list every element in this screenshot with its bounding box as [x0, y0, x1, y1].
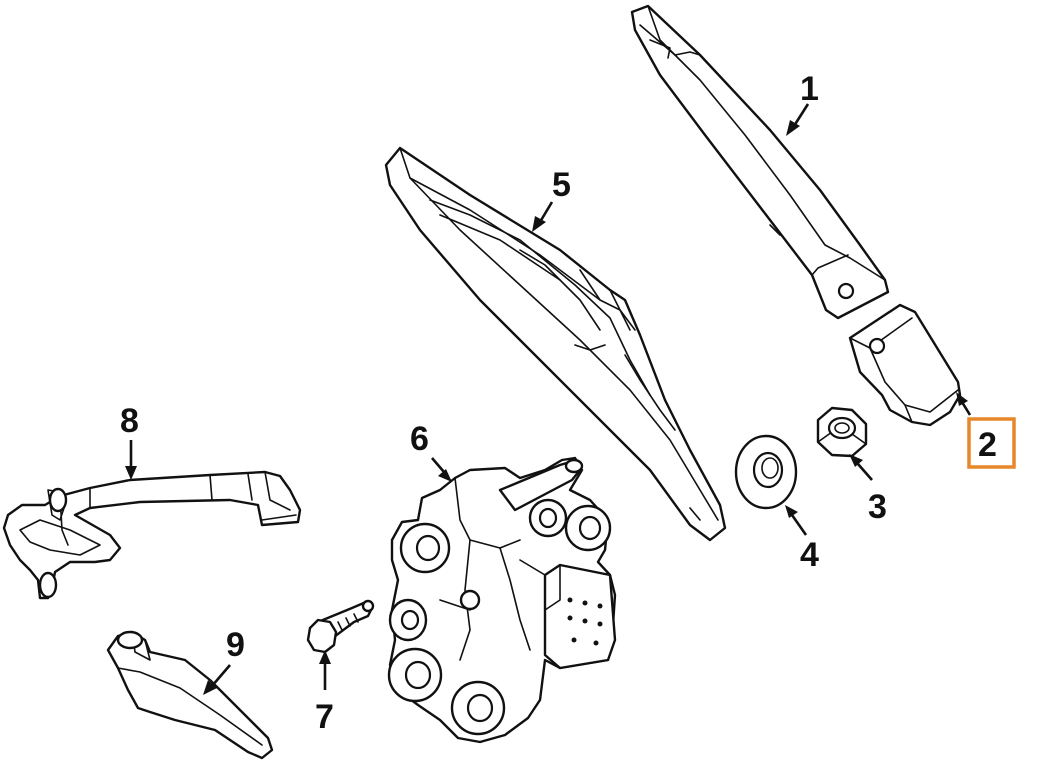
- part-9-crank-lever: [106, 630, 274, 760]
- leader-1: [786, 103, 810, 136]
- part-4-washer: [734, 434, 798, 510]
- leader-7: [319, 650, 331, 690]
- callout-9: 9: [226, 626, 245, 664]
- callout-2: 2: [978, 426, 997, 464]
- callout-4: 4: [800, 536, 819, 574]
- part-2-arm-cap: [848, 303, 962, 427]
- leader-4: [785, 505, 808, 536]
- leader-5: [532, 201, 554, 232]
- part-1-wiper-arm: [630, 4, 890, 320]
- part-6-wiper-motor: [387, 456, 617, 744]
- callout-5: 5: [552, 166, 571, 204]
- part-5-wiper-blade: [384, 146, 727, 542]
- leader-9: [203, 664, 231, 695]
- leader-2: [956, 392, 972, 416]
- part-7-bolt: [306, 599, 375, 654]
- callout-3: 3: [868, 488, 887, 526]
- part-3-nut: [816, 406, 868, 458]
- leader-8: [125, 440, 137, 480]
- callout-7: 7: [315, 698, 334, 736]
- leader-6: [431, 457, 452, 482]
- part-8-linkage-rod: [2, 470, 302, 600]
- callout-1: 1: [800, 70, 819, 108]
- leader-3: [849, 454, 873, 481]
- callout-6: 6: [410, 420, 429, 458]
- callout-8: 8: [120, 402, 139, 440]
- highlight-box-2: [967, 417, 1016, 469]
